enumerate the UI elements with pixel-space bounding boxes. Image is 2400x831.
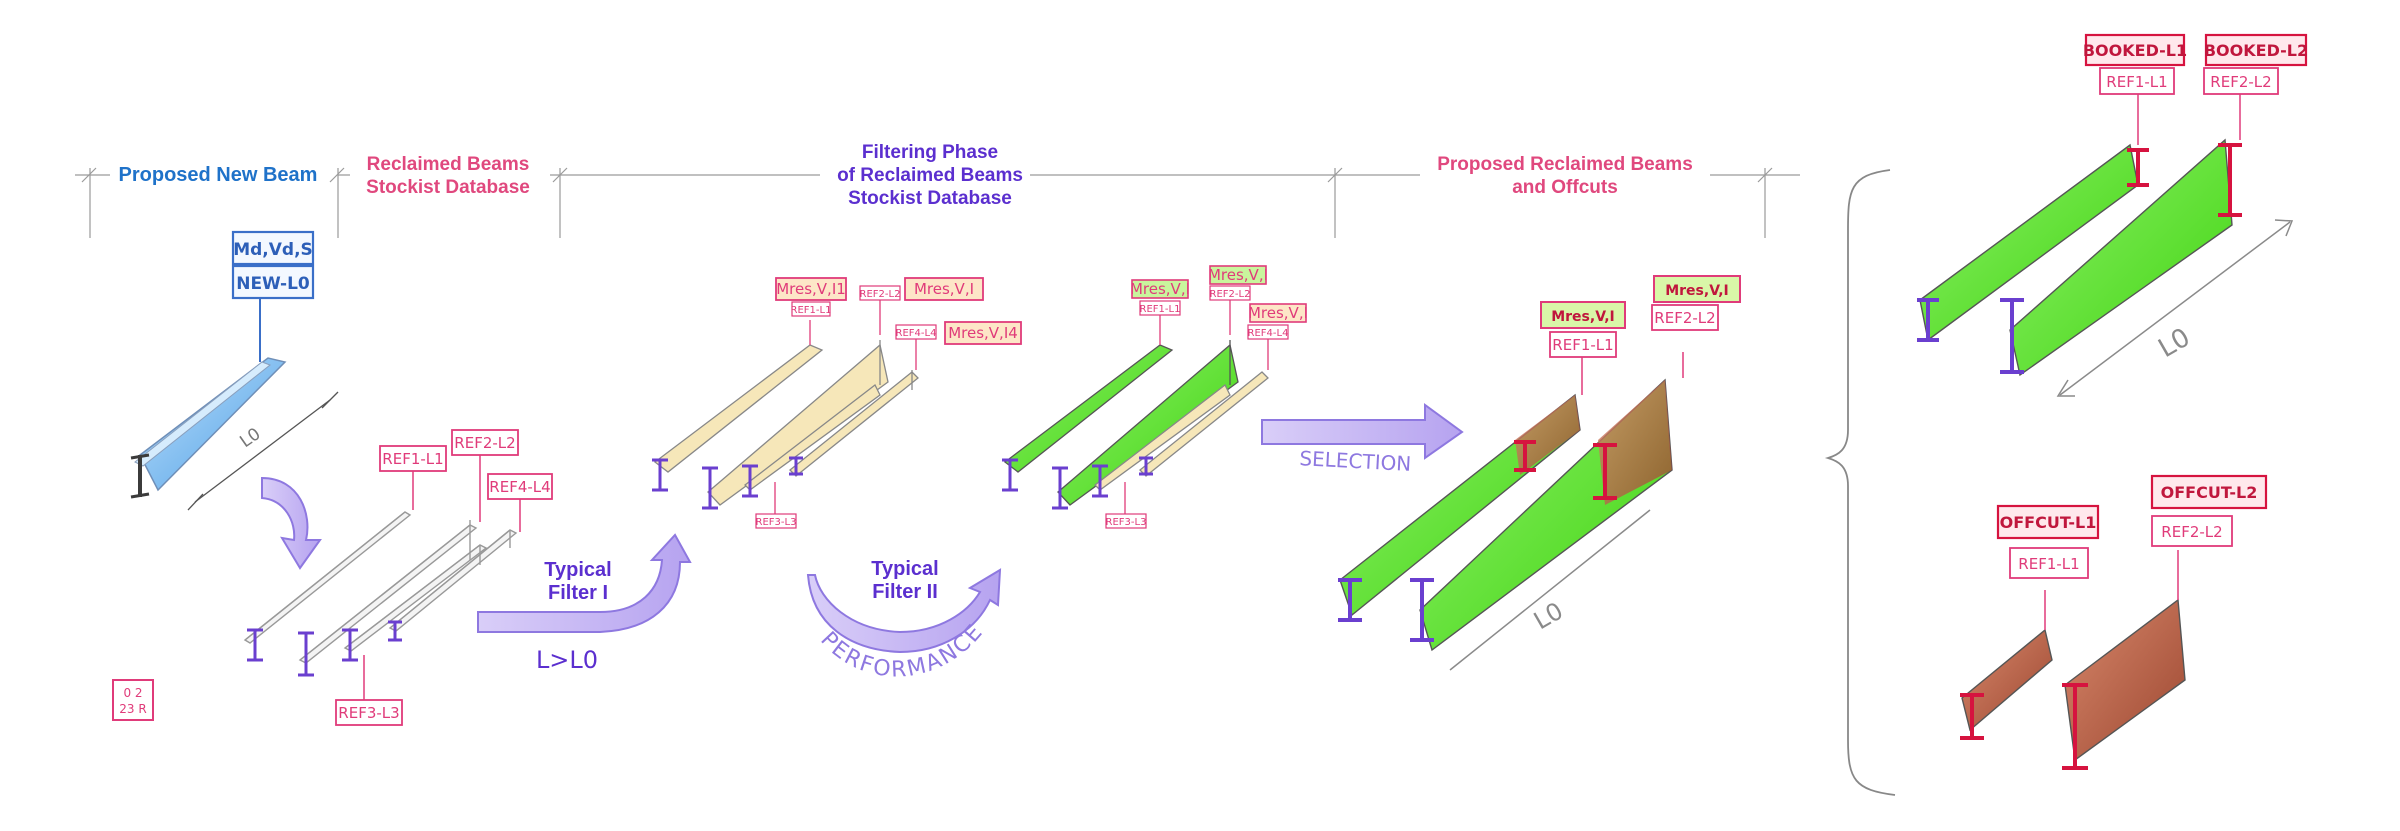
phase1-tag-ref1: REF1-L1 <box>791 305 832 316</box>
proposed-tag1-top: Mres,V,I <box>1551 309 1615 325</box>
db-ref1-tag: REF1-L1 <box>382 450 443 468</box>
phase2-tag-ref2: REF2-L2 <box>1210 289 1251 300</box>
new-beam-tag-top <box>231 230 315 266</box>
stamp-line2: 23 R <box>119 702 146 716</box>
booked-length-label: L0 <box>2154 323 2196 364</box>
header-filtering-line3: Stockist Database <box>848 188 1012 209</box>
filter1-label-line2: Filter I <box>548 582 608 604</box>
offcut-group: OFFCUT-L1 REF1-L1 OFFCUT-L2 REF2-L2 <box>1960 474 2268 770</box>
phase2-tag-mres-b: Mres,V,I <box>1208 266 1268 284</box>
header-titles: Proposed New Beam Reclaimed Beams Stocki… <box>110 138 1710 209</box>
filter2-group: Typical Filter II PERFORMANCE <box>806 558 1002 683</box>
new-beam-length-label: L0 <box>236 424 264 452</box>
selection-arrow <box>1261 403 1464 460</box>
phase1-tag-mres4: Mres,V,I4 <box>948 324 1018 342</box>
phase1-tag-ref3: REF3-L3 <box>756 517 797 528</box>
phase1-tag-mres1: Mres,V,I1 <box>776 280 846 298</box>
proposed-reclaimed-group: L0 Mres,V,I REF1-L1 Mres,V,I REF2-L2 <box>1338 275 1741 671</box>
right-brace <box>1824 169 1896 796</box>
offcut-tag2-bottom: REF2-L2 <box>2161 523 2222 541</box>
booked-tag2-bottom: REF2-L2 <box>2210 73 2271 91</box>
filter2-arrow <box>806 568 1002 654</box>
proposed-tag2-bottom: REF2-L2 <box>1654 309 1715 327</box>
down-curved-arrow <box>261 476 322 570</box>
header-proposed-new-beam: Proposed New Beam <box>119 164 318 186</box>
database-beams-group: REF1-L1 REF2-L2 REF4-L4 REF3-L3 <box>243 429 553 726</box>
new-beam-body <box>139 357 287 492</box>
proposed-tag2-top: Mres,V,I <box>1665 283 1729 299</box>
filter1-arrow <box>477 533 692 633</box>
phase2-tag-ref3: REF3-L3 <box>1106 517 1147 528</box>
proposed-tag1-bottom: REF1-L1 <box>1552 336 1613 354</box>
booked-tag1-bottom: REF1-L1 <box>2106 73 2167 91</box>
filter1-label-line1: Typical <box>544 559 611 581</box>
selection-group: SELECTION <box>1261 403 1464 476</box>
header-filtering-line2: of Reclaimed Beams <box>837 165 1023 186</box>
new-beam-group: Md,Vd,S NEW-L0 L0 <box>130 230 339 511</box>
phase1-tag-ref2: REF2-L2 <box>860 289 901 300</box>
offcut-tag2-top: OFFCUT-L2 <box>2161 483 2258 502</box>
selection-label: SELECTION <box>1299 446 1412 476</box>
offcut-tag1-top: OFFCUT-L1 <box>2000 513 2097 532</box>
stamp-line1: 0 2 <box>123 686 142 700</box>
db-ref2-tag: REF2-L2 <box>454 434 515 452</box>
booked-tag2-top: BOOKED-L2 <box>2204 41 2308 60</box>
booked-group: L0 BOOKED-L1 REF1-L1 BOOKED-L2 REF2-L2 <box>1917 33 2308 397</box>
phase2-tag-ref1: REF1-L1 <box>1140 304 1181 315</box>
new-beam-tag-bottom <box>231 264 315 300</box>
signature-stamp: 0 2 23 R <box>112 679 154 721</box>
header-filtering-line1: Filtering Phase <box>862 142 998 163</box>
filter-phase-cream-beams: Mres,V,I1 REF1-L1 REF2-L2 Mres,V,I REF4-… <box>652 277 1022 529</box>
phase2-tag-ref4: REF4-L4 <box>1248 328 1289 339</box>
filter1-group: Typical Filter I L>L0 <box>477 533 692 674</box>
filter2-label-line1: Typical <box>871 558 938 580</box>
offcut-tag1-bottom: REF1-L1 <box>2018 555 2079 573</box>
phase1-tag-ref4: REF4-L4 <box>896 328 937 339</box>
new-beam-tag-bottom-text: NEW-L0 <box>236 274 310 294</box>
header-reclaimed-db-line2: Stockist Database <box>366 177 530 198</box>
filter1-condition: L>L0 <box>536 646 598 674</box>
phase2-tag-mres-a: Mres,V,I <box>1130 280 1190 298</box>
header-proposed-reclaimed-line2: and Offcuts <box>1512 177 1618 198</box>
filter-phase-green-beams: Mres,V,I REF1-L1 Mres,V,I REF2-L2 Mres,V… <box>1002 265 1308 529</box>
booked-tag1-top: BOOKED-L1 <box>2083 41 2187 60</box>
header-reclaimed-db-line1: Reclaimed Beams <box>367 154 530 175</box>
db-ref4-tag: REF4-L4 <box>489 478 550 496</box>
phase2-tag-mres-c: Mres,V,I <box>1248 304 1308 322</box>
header-proposed-reclaimed-line1: Proposed Reclaimed Beams <box>1437 154 1693 175</box>
filter2-label-line2: Filter II <box>872 581 938 603</box>
db-ref3-tag: REF3-L3 <box>338 704 399 722</box>
phase1-tag-mres: Mres,V,I <box>914 280 974 298</box>
new-beam-tag-top-text: Md,Vd,S <box>233 240 313 260</box>
